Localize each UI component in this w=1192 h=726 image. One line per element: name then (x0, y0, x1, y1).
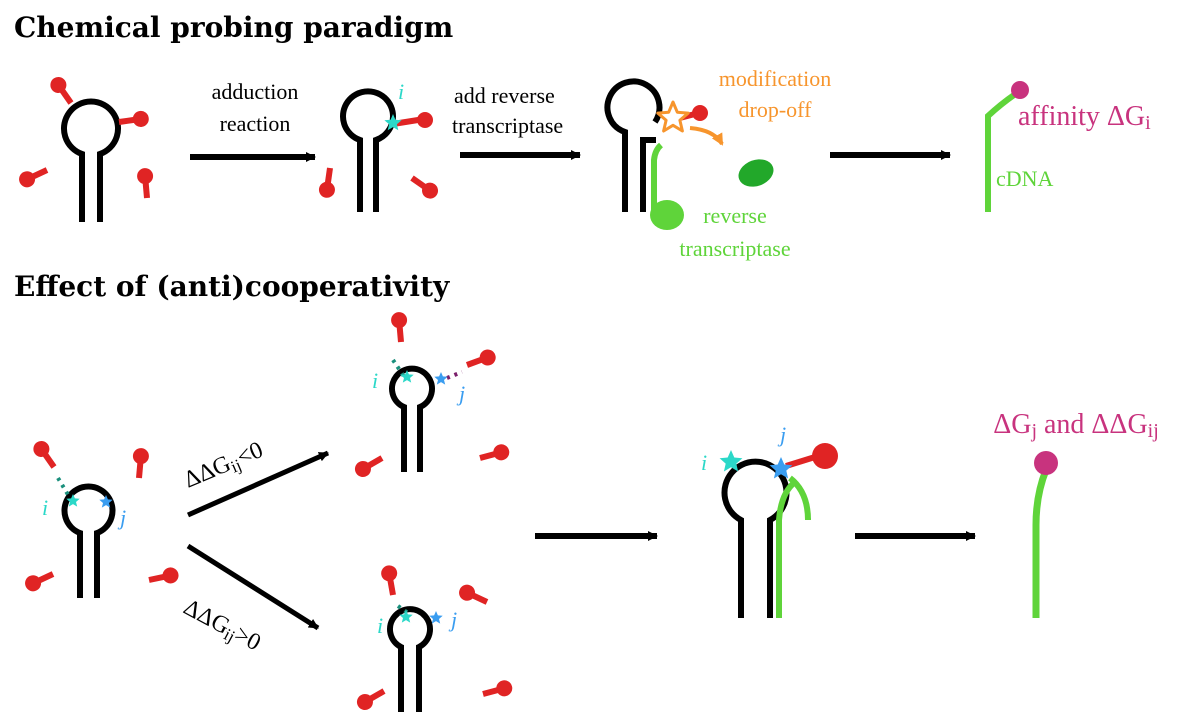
probe-molecule (16, 74, 155, 199)
rna-hairpin-3 (604, 78, 664, 212)
site-i-label: i (372, 368, 378, 393)
modification-label-line1: modification (719, 66, 831, 91)
nascent-cdna-strand (651, 142, 664, 212)
drop-off-arrow (689, 126, 724, 146)
site-j-star-icon (769, 457, 793, 479)
modification-label-line2: drop-off (739, 97, 813, 122)
site-j-star-icon (434, 372, 448, 385)
arrow-cooperative (186, 450, 330, 518)
probe-molecule (354, 564, 514, 713)
site-i-star-icon (66, 494, 80, 507)
dotted-interaction-line (446, 370, 463, 380)
affinity-label: affinity ΔGi (1018, 101, 1151, 134)
site-j-star-icon (99, 495, 113, 508)
adduction-label-line2: reaction (220, 111, 291, 136)
add-rt-label-line2: transcriptase (452, 113, 563, 138)
rna-hairpin-cooperative (389, 365, 435, 472)
adduction-label-line1: adduction (212, 79, 299, 104)
reverse-transcriptase-enzyme (650, 200, 684, 230)
result-label: ΔGj and ΔΔGij (993, 409, 1159, 442)
site-i-label: i (701, 450, 707, 475)
site-i-label: i (42, 495, 48, 520)
section2-title: Effect of (anti)cooperativity (14, 270, 450, 303)
cdna-product-2 (1032, 468, 1050, 618)
site-i-star-icon (400, 370, 414, 383)
site-j-label: j (448, 607, 457, 632)
cdna-product-1 (985, 92, 1016, 212)
ddg-positive-label: ΔΔGij>0 (178, 594, 265, 658)
adduct-marker-1 (1011, 81, 1029, 99)
rt-label-line1: reverse (703, 203, 767, 228)
rna-hairpin-left (61, 483, 116, 598)
site-j-star-icon (429, 611, 443, 624)
rna-hairpin-2 (340, 88, 396, 212)
drop-off-star-icon (656, 100, 690, 133)
rna-hairpin-rt-stop (721, 458, 811, 618)
site-j-label: j (456, 381, 465, 406)
rna-hairpin-anticooperative (387, 606, 433, 712)
site-i-label: i (398, 79, 404, 104)
probe-molecule (785, 443, 838, 469)
rna-hairpin-1 (61, 98, 121, 222)
detached-rt-enzyme (738, 159, 774, 187)
site-j-label: j (117, 505, 126, 530)
arrow-anticooperative (186, 543, 320, 631)
section1-title: Chemical probing paradigm (14, 11, 453, 44)
site-j-label: j (777, 422, 786, 447)
cdna-label: cDNA (996, 166, 1054, 191)
probe-molecule (318, 112, 441, 202)
site-i-star-icon (384, 114, 402, 131)
site-i-label: i (377, 613, 383, 638)
add-rt-label-line1: add reverse (454, 83, 555, 108)
site-i-star-icon (399, 610, 413, 623)
site-i-star-icon (719, 450, 743, 472)
adduct-marker-2 (1034, 451, 1058, 475)
cdna-strand (776, 479, 797, 618)
rt-label-line2: transcriptase (679, 236, 790, 261)
